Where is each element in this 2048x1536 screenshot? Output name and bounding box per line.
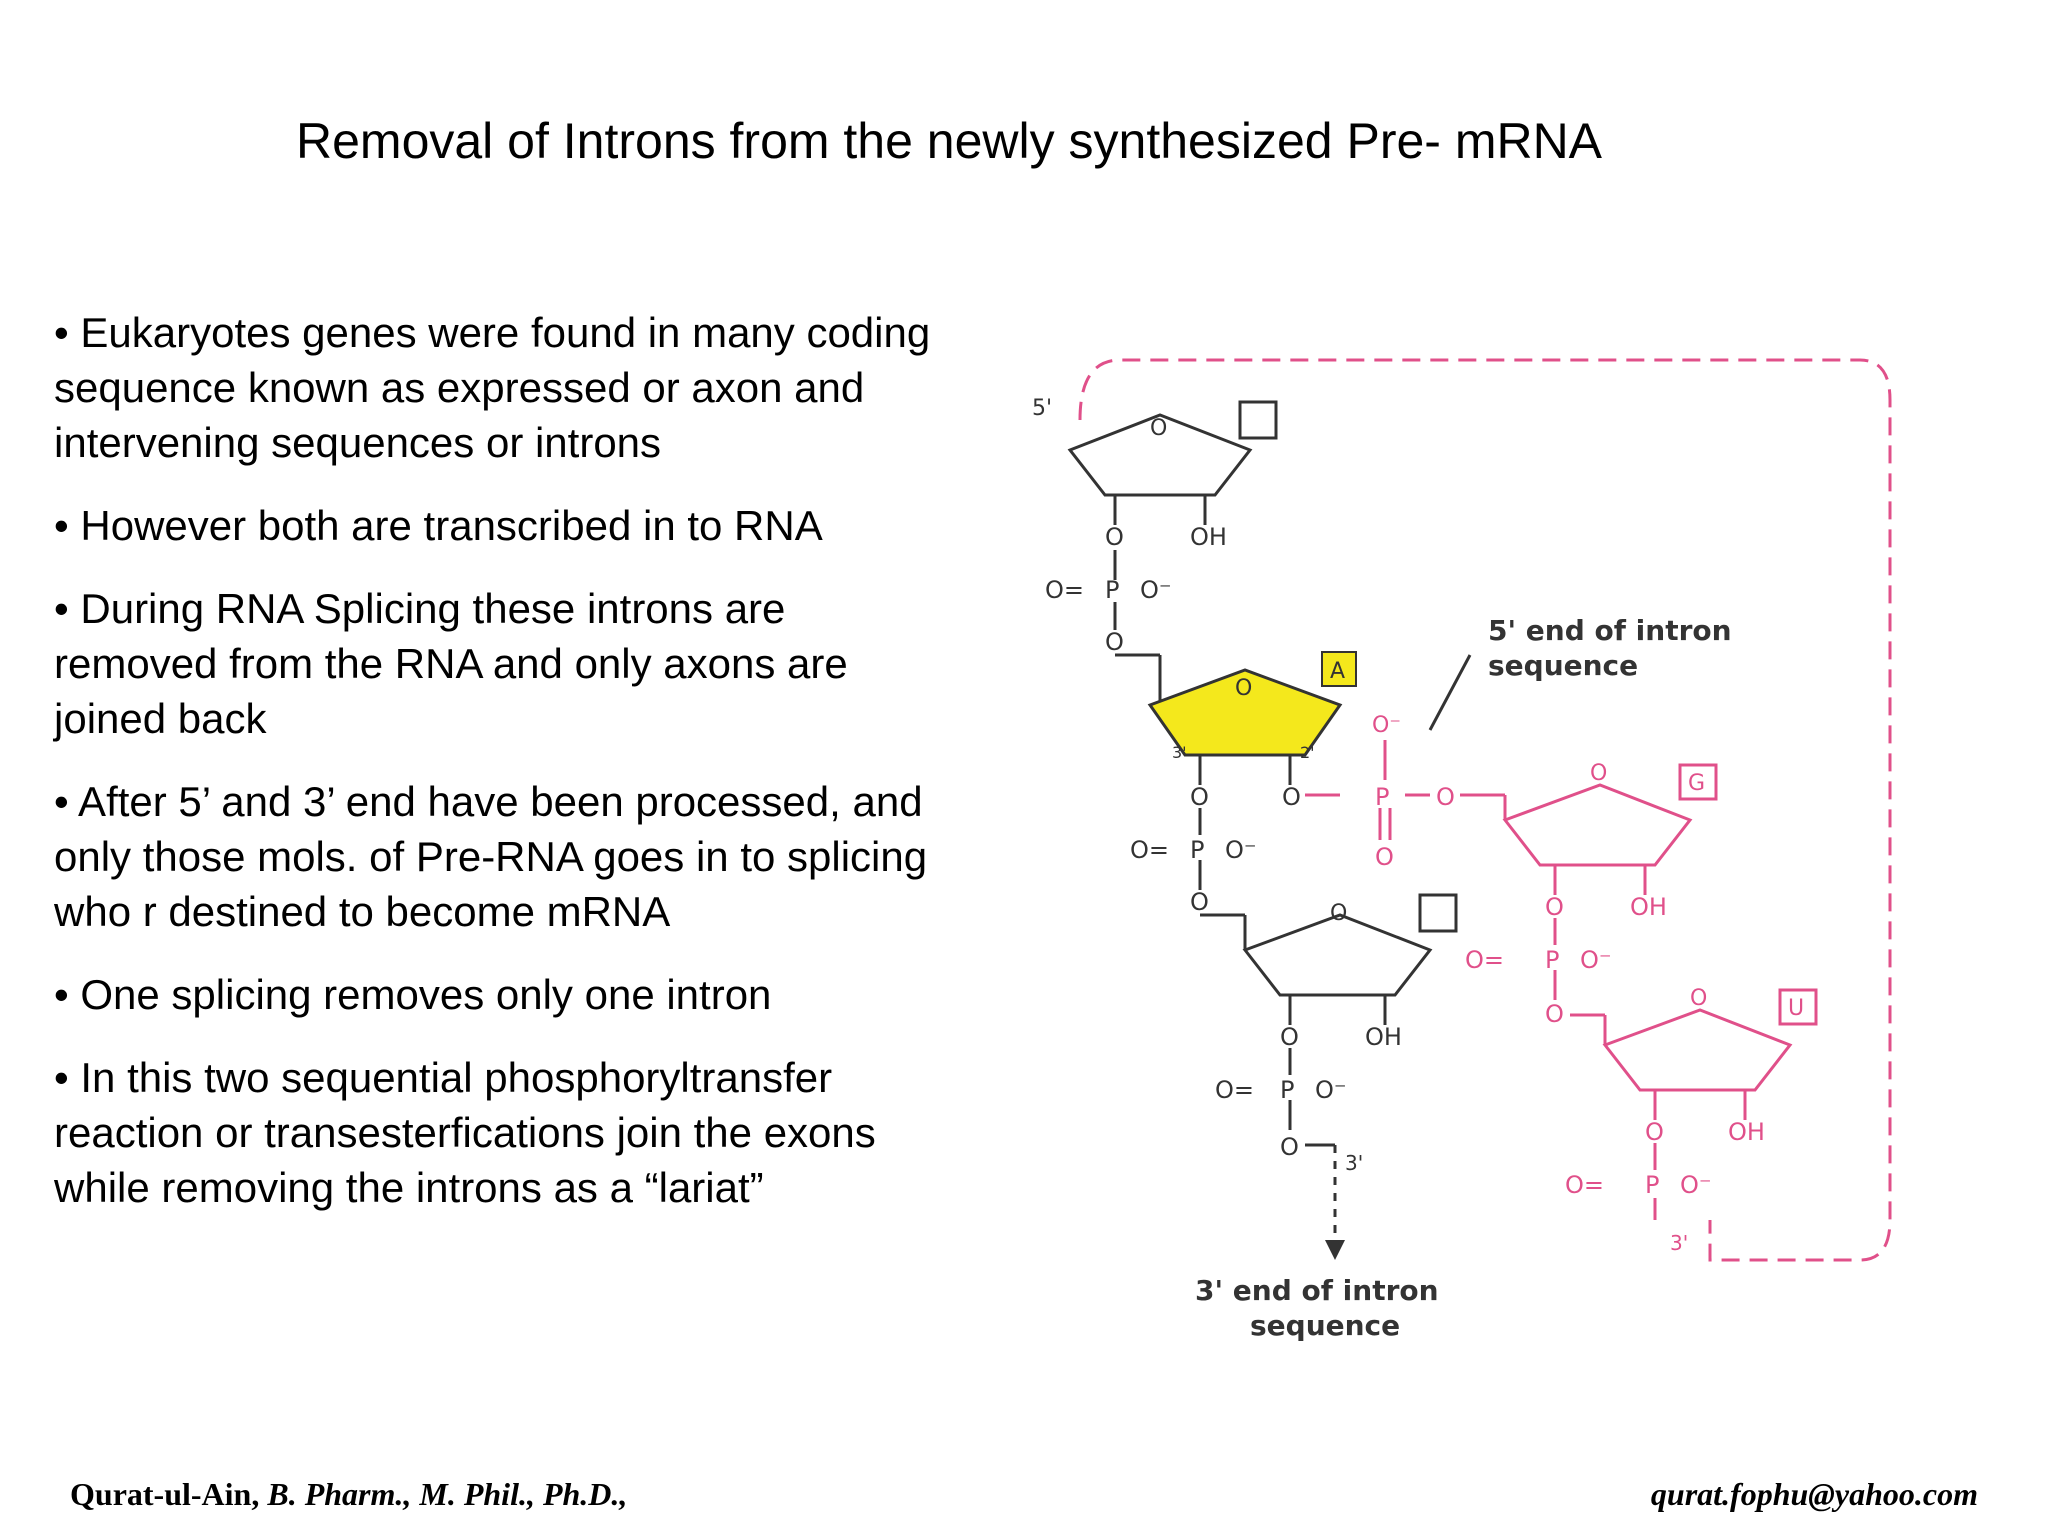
label-o-minus: O⁻ [1140, 576, 1172, 604]
label-o-double: O= [1130, 836, 1169, 864]
label-base-u: U [1788, 996, 1804, 1021]
label-o: O [1280, 1023, 1299, 1051]
label-base-g: G [1688, 771, 1705, 796]
nucleotide-1 [1067, 400, 1278, 705]
label-o-minus: O⁻ [1315, 1076, 1347, 1104]
base-box-g [1678, 763, 1718, 801]
ribose-ring-2 [1147, 668, 1343, 757]
bullet-item: • Eukaryotes genes were found in many co… [54, 309, 931, 466]
label-oh: OH [1728, 1118, 1765, 1146]
label-o: O [1545, 893, 1564, 921]
label-o: O [1282, 783, 1301, 811]
label-five-end-1: 5' end of intron [1488, 614, 1732, 647]
nucleotide-5-u [1602, 988, 1818, 1220]
label-o-double: O= [1045, 576, 1084, 604]
pointer-line [1428, 654, 1472, 731]
intron-lariat-diagram: 5' O O OH O= P O⁻ O O A 3' 2' O⁻ O O P O… [1032, 358, 1892, 1342]
ribose-ring-3 [1242, 913, 1433, 997]
author-credentials: B. Pharm., M. Phil., Ph.D., [259, 1476, 628, 1512]
label-three-end-2: sequence [1250, 1309, 1400, 1342]
base-box-3 [1418, 893, 1458, 933]
ribose-ring-1 [1067, 413, 1253, 497]
label-o-minus: O⁻ [1680, 1171, 1712, 1199]
label-o-double: O= [1565, 1171, 1604, 1199]
label-oh: OH [1630, 893, 1667, 921]
bullet-item: • During RNA Splicing these introns are … [54, 585, 848, 742]
label-ring-o: O [1150, 416, 1167, 441]
bullet-item: • However both are transcribed in to RNA [54, 502, 823, 549]
nucleotide-4-g [1502, 763, 1718, 1045]
label-ring-o: O [1590, 761, 1607, 786]
label-p: P [1190, 836, 1204, 864]
label-o: O [1190, 888, 1209, 916]
author-email: qurat.fophu@yahoo.com [1650, 1476, 1978, 1512]
nucleotide-2-branch-a [1147, 651, 1357, 950]
label-o-minus: O⁻ [1372, 713, 1401, 738]
label-o-minus: O⁻ [1225, 836, 1257, 864]
author-name: Qurat-ul-Ain, [70, 1476, 260, 1512]
bullet-item: • In this two sequential phosphoryltrans… [54, 1054, 876, 1211]
label-five-prime: 5' [1032, 396, 1052, 421]
base-box-u [1778, 988, 1818, 1026]
bullet-list: • Eukaryotes genes were found in many co… [54, 305, 954, 1243]
label-o: O [1190, 783, 1209, 811]
label-p: P [1375, 783, 1389, 811]
label-o: O [1375, 843, 1394, 871]
label-o: O [1105, 628, 1124, 656]
label-ring-o: O [1235, 676, 1252, 701]
label-three-prime: 3' [1670, 1231, 1688, 1255]
ribose-ring-5 [1602, 1008, 1793, 1092]
base-box-a [1321, 651, 1357, 687]
label-three-end-1: 3' end of intron [1195, 1274, 1439, 1307]
label-o: O [1645, 1118, 1664, 1146]
label-five-end-2: sequence [1488, 649, 1638, 682]
label-o: O [1545, 1000, 1564, 1028]
label-o: O [1280, 1133, 1299, 1161]
arrow-head [1325, 1240, 1345, 1260]
author-footer: Qurat-ul-Ain, B. Pharm., M. Phil., Ph.D.… [70, 1476, 627, 1513]
label-p: P [1105, 576, 1119, 604]
label-o-double: O= [1465, 946, 1504, 974]
label-p: P [1545, 946, 1559, 974]
lariat-dashed-outline [1078, 358, 1892, 1262]
label-three-prime: 3' [1345, 1151, 1363, 1175]
label-c3: 3' [1172, 743, 1187, 762]
label-base-a: A [1330, 659, 1345, 684]
slide-title: Removal of Introns from the newly synthe… [296, 113, 1603, 169]
label-ring-o: O [1330, 901, 1347, 926]
label-c2: 2' [1300, 743, 1315, 762]
label-ring-o: O [1690, 986, 1707, 1011]
label-o-minus: O⁻ [1580, 946, 1612, 974]
base-box-1 [1238, 400, 1278, 440]
label-p: P [1645, 1171, 1659, 1199]
label-o: O [1436, 783, 1455, 811]
bullet-item: • One splicing removes only one intron [54, 971, 772, 1018]
label-o: O [1105, 523, 1124, 551]
ribose-ring-4 [1502, 783, 1693, 867]
nucleotide-3 [1242, 893, 1458, 1260]
bullet-item: • After 5’ and 3’ end have been processe… [54, 778, 928, 935]
label-o-double: O= [1215, 1076, 1254, 1104]
label-p: P [1280, 1076, 1294, 1104]
phosphodiester-2prime [1305, 740, 1507, 840]
label-oh: OH [1190, 523, 1227, 551]
label-oh: OH [1365, 1023, 1402, 1051]
